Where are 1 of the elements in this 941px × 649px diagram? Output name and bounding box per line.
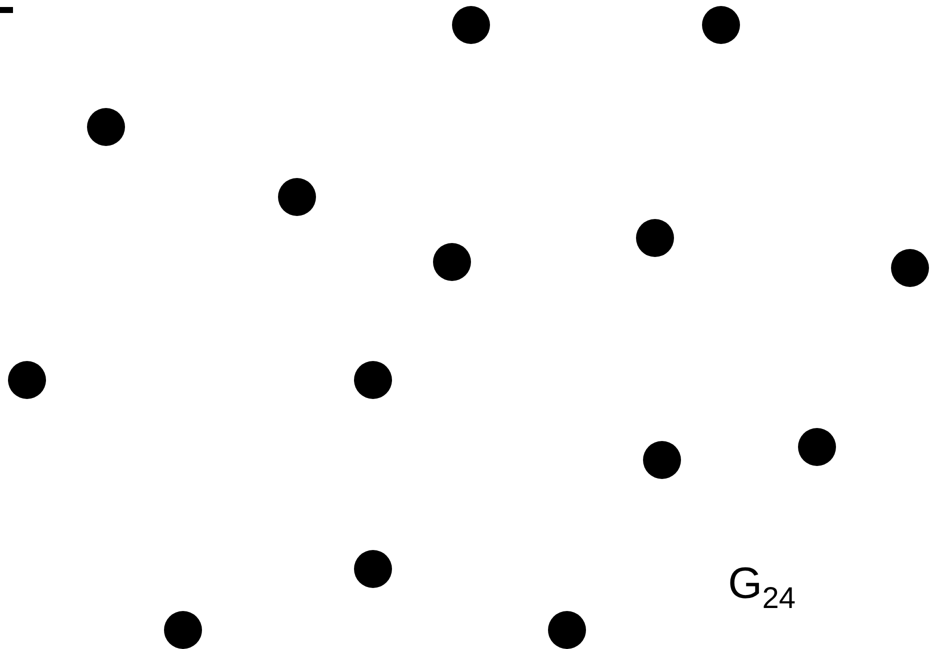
graph-label: G$_{24}$	[728, 562, 796, 614]
